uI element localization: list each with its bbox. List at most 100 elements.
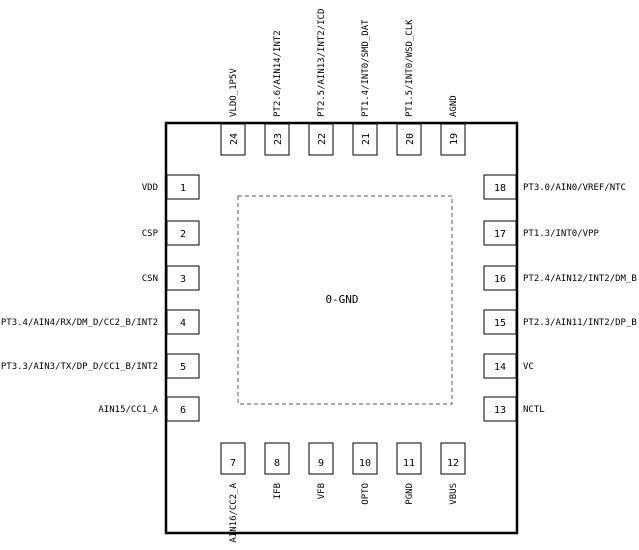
pin-number: 8 — [274, 458, 280, 469]
pin-label: PT2.3/AIN11/INT2/DP_B — [523, 318, 637, 328]
pin-4: 4 PT3.4/AIN4/RX/DM_D/CC2_B/INT2 — [1, 309, 200, 335]
pin-label: IFB — [273, 483, 283, 499]
pin-pad — [220, 123, 246, 156]
pin-label: PT3.4/AIN4/RX/DM_D/CC2_B/INT2 — [1, 318, 158, 328]
pin-label: VDD — [142, 183, 158, 193]
pin-number: 3 — [180, 274, 186, 285]
pin-label: AIN15/CC1_A — [98, 405, 158, 415]
pin-pad — [166, 174, 200, 200]
pin-pad — [396, 123, 422, 156]
pin-label: OPTO — [361, 483, 371, 505]
pin-pad — [352, 123, 378, 156]
pin-label: NCTL — [523, 405, 545, 415]
pin-pad — [483, 353, 517, 379]
pin-pad — [396, 442, 422, 475]
pin-5: 5 PT3.3/AIN3/TX/DP_D/CC1_B/INT2 — [1, 353, 200, 379]
pin-label: PT3.3/AIN3/TX/DP_D/CC1_B/INT2 — [1, 362, 158, 372]
pin-15: 15 PT2.3/AIN11/INT2/DP_B — [483, 309, 637, 335]
pin-label: PT2.4/AIN12/INT2/DM_B — [523, 274, 637, 284]
pin-label: AIN16/CC2_A — [229, 482, 239, 542]
pin-label: CSN — [142, 274, 158, 284]
pin-number: 16 — [494, 274, 506, 285]
pin-pad — [352, 442, 378, 475]
pin-pad — [308, 123, 334, 156]
pin-pad — [264, 123, 290, 156]
pin-label: PT2.5/AIN13/INT2/ICD — [317, 9, 327, 117]
pin-16: 16 PT2.4/AIN12/INT2/DM_B — [483, 265, 637, 291]
pin-22: 22 PT2.5/AIN13/INT2/ICD — [308, 9, 334, 156]
pin-pad — [166, 220, 200, 246]
pin-label: VBUS — [449, 483, 459, 505]
pin-number: 13 — [494, 405, 506, 416]
pin-pad — [440, 123, 466, 156]
pin-label: AGND — [449, 95, 459, 117]
pin-2: 2 CSP — [142, 220, 200, 246]
pin-pad — [220, 442, 246, 475]
pin-18: 18 PT3.0/AIN0/VREF/NTC — [483, 174, 626, 200]
pin-pad — [166, 309, 200, 335]
pin-pad — [440, 442, 466, 475]
pin-number: 9 — [318, 458, 324, 469]
pin-20: 20 PT1.5/INT0/WSD_CLK — [396, 19, 422, 156]
pin-label: PT2.6/AIN14/INT2 — [273, 30, 283, 117]
pin-14: 14 VC — [483, 353, 534, 379]
pin-number: 14 — [494, 362, 506, 373]
pin-pad — [264, 442, 290, 475]
pin-label: VFB — [317, 483, 327, 499]
pin-label: VC — [523, 362, 534, 372]
pins-layer: 1 VDD 2 CSP 3 CSN 4 PT3.4/AIN4/RX/DM_D/CC2_B/IN… — [1, 9, 637, 543]
pin-24: 24 VLDO_1P5V — [220, 68, 246, 156]
pin-pad — [483, 220, 517, 246]
exposed-pad — [237, 195, 453, 405]
pin-pad — [166, 396, 200, 422]
pin-17: 17 PT1.3/INT0/VPP — [483, 220, 599, 246]
pin-pad — [483, 309, 517, 335]
pin-21: 21 PT1.4/INT0/SMD_DAT — [352, 19, 378, 156]
pin-number: 10 — [359, 458, 371, 469]
pin-number: 24 — [229, 133, 240, 145]
pin-label: PGND — [405, 483, 415, 505]
pin-19: 19 AGND — [440, 95, 466, 156]
pin-number: 15 — [494, 318, 506, 329]
pin-number: 4 — [180, 318, 186, 329]
pin-number: 19 — [449, 133, 460, 145]
pin-number: 5 — [180, 362, 186, 373]
pin-number: 23 — [273, 133, 284, 145]
pin-number: 1 — [180, 183, 186, 194]
pin-pad — [483, 174, 517, 200]
pin-1: 1 VDD — [142, 174, 200, 200]
exposed-pad-label: 0-GND — [325, 293, 358, 306]
pin-23: 23 PT2.6/AIN14/INT2 — [264, 30, 290, 156]
pin-13: 13 NCTL — [483, 396, 545, 422]
pin-number: 21 — [361, 133, 372, 145]
pin-label: VLDO_1P5V — [229, 68, 239, 117]
pin-number: 6 — [180, 405, 186, 416]
pin-number: 22 — [317, 133, 328, 145]
pin-number: 2 — [180, 229, 186, 240]
pin-label: CSP — [142, 229, 159, 239]
pin-number: 12 — [447, 458, 459, 469]
pin-label: PT1.4/INT0/SMD_DAT — [361, 19, 371, 117]
pin-number: 7 — [230, 458, 236, 469]
pin-number: 17 — [494, 229, 506, 240]
pin-number: 20 — [405, 133, 416, 145]
pin-label: PT1.5/INT0/WSD_CLK — [405, 19, 415, 117]
pin-pad — [308, 442, 334, 475]
pin-6: 6 AIN15/CC1_A — [98, 396, 200, 422]
pin-pad — [166, 353, 200, 379]
pin-number: 18 — [494, 183, 506, 194]
pin-pad — [483, 265, 517, 291]
pin-pad — [166, 265, 200, 291]
pin-number: 11 — [403, 458, 415, 469]
pin-pad — [483, 396, 517, 422]
pin-3: 3 CSN — [142, 265, 200, 291]
pin-label: PT1.3/INT0/VPP — [523, 229, 599, 239]
pin-label: PT3.0/AIN0/VREF/NTC — [523, 183, 626, 193]
